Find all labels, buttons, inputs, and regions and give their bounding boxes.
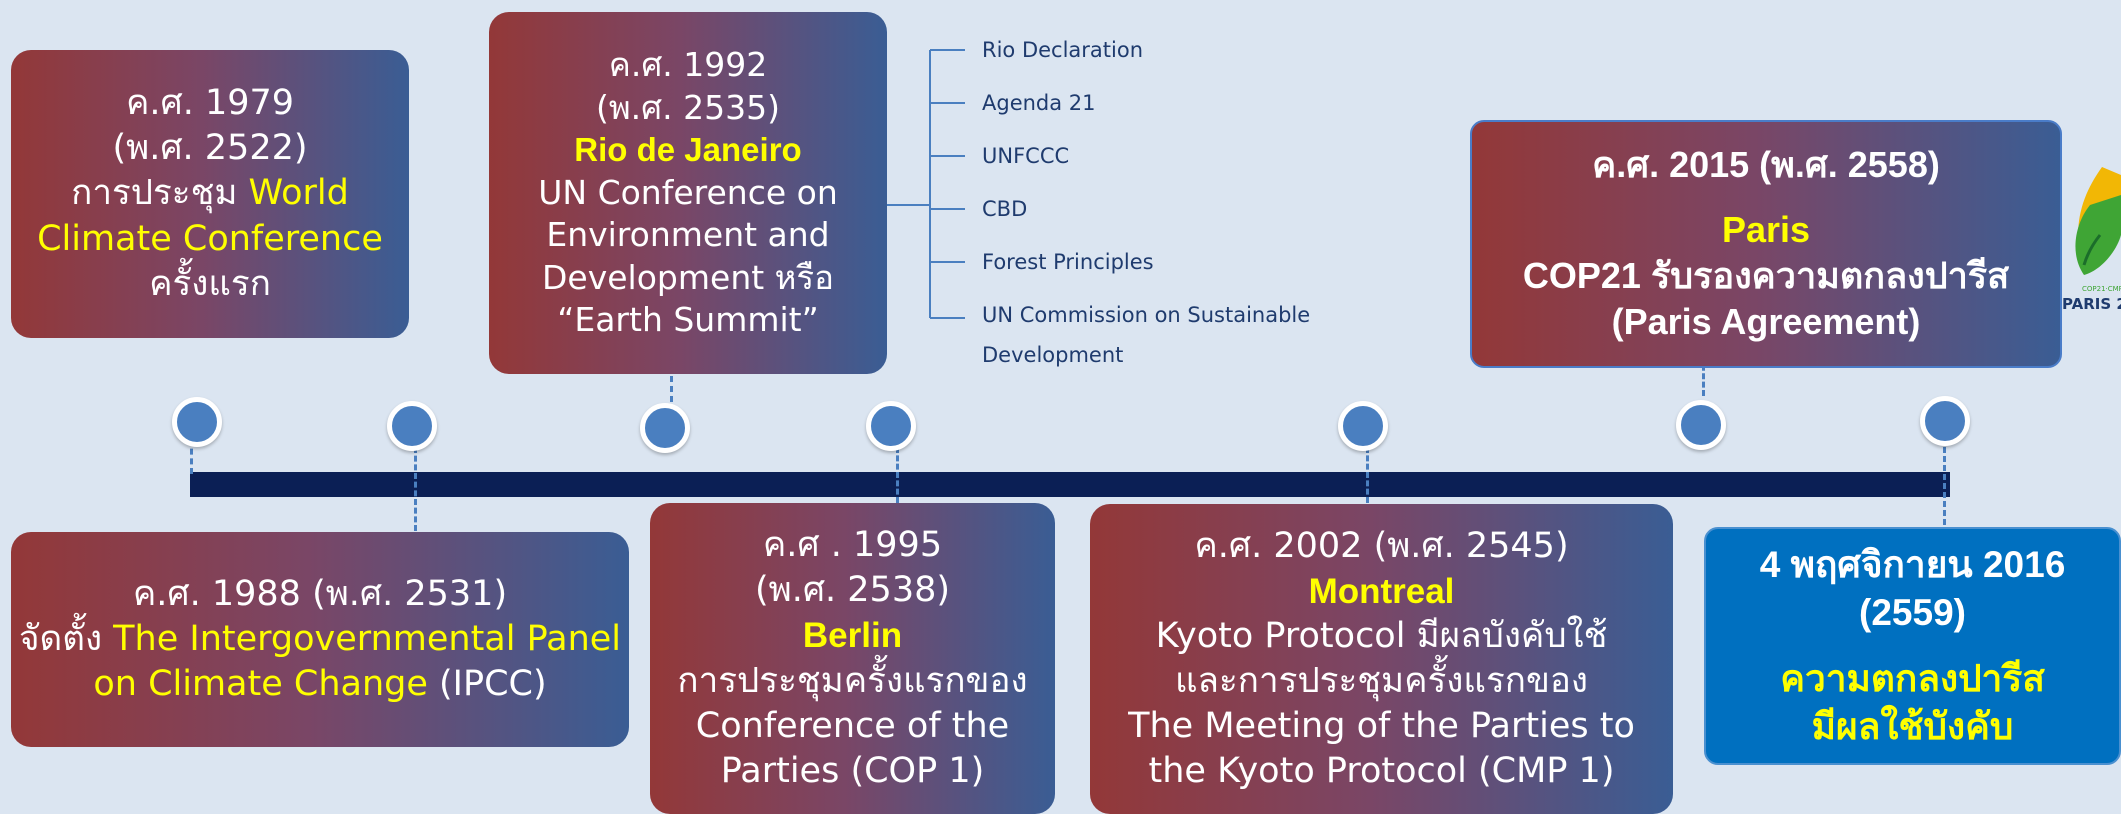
event-1992-line: Development หรือ xyxy=(542,257,834,297)
event-1995-line: Conference of the xyxy=(695,705,1010,746)
connector-2016 xyxy=(1943,447,1946,525)
cop21-leaf-icon xyxy=(2075,167,2121,275)
timeline-node-2016 xyxy=(1920,396,1970,446)
event-1979-line: (พ.ศ. 2522) xyxy=(112,128,308,169)
event-2016-line: (2559) xyxy=(1859,592,1966,634)
timeline-node-1979 xyxy=(172,397,222,447)
event-1995-line: ค.ศ . 1995 xyxy=(762,525,943,566)
connector-1988 xyxy=(414,447,417,531)
connector-2002 xyxy=(1366,447,1369,503)
event-1988-text: จัดตั้ง xyxy=(18,618,114,659)
event-1988-line: จัดตั้ง The Intergovernmental Panel xyxy=(19,617,621,662)
rio-outcome-item: Forest Principles xyxy=(982,250,1154,274)
event-card-2016: 4 พฤศจิกายน 2016 (2559) ความตกลงปารีสมีผลใ… xyxy=(1704,527,2121,765)
event-card-1988: ค.ศ. 1988 (พ.ศ. 2531)จัดตั้ง The Intergo… xyxy=(11,532,629,747)
event-2002-line: The Meeting of the Parties to xyxy=(1128,706,1635,747)
cop21-logo: COP21·CMP11 PARIS 2015 xyxy=(2062,167,2121,313)
event-1979-text: World xyxy=(248,173,349,214)
event-1988-text: (IPCC) xyxy=(427,664,547,705)
timeline-node-2002 xyxy=(1338,401,1388,451)
timeline-node-1988 xyxy=(387,401,437,451)
rio-outcome-item: CBD xyxy=(982,197,1028,221)
rio-outcome-item: Rio Declaration xyxy=(982,38,1144,62)
rio-outcome-item: UN Commission on Sustainable xyxy=(982,303,1311,327)
event-2016-line: มีผลใช้บังคับ xyxy=(1811,705,2014,747)
timeline-node-2015 xyxy=(1676,400,1726,450)
event-2002-line: Montreal xyxy=(1308,571,1455,611)
event-1979-line: การประชุม World xyxy=(71,171,349,216)
event-2002-line: Kyoto Protocol มีผลบังคับใช้ xyxy=(1155,615,1608,656)
event-2015-line: (Paris Agreement) xyxy=(1611,301,1921,343)
event-1995-line: (พ.ศ. 2538) xyxy=(754,570,951,611)
event-1992-line: “Earth Summit” xyxy=(557,300,819,340)
event-2016-line: ความตกลงปารีส xyxy=(1780,658,2045,700)
logo-small-text: COP21·CMP11 xyxy=(2082,285,2121,293)
event-1988-line: on Climate Change (IPCC) xyxy=(93,662,546,707)
event-2002-line: the Kyoto Protocol (CMP 1) xyxy=(1148,751,1615,792)
event-2002-line: ค.ศ. 2002 (พ.ศ. 2545) xyxy=(1194,525,1569,566)
connector-2015 xyxy=(1702,348,1705,396)
event-1995-line: การประชุมครั้งแรกของ xyxy=(677,660,1028,701)
event-1979-line: Climate Conference xyxy=(37,218,383,259)
event-2015-line: Paris xyxy=(1721,208,1811,250)
timeline-node-1992 xyxy=(640,403,690,453)
event-2015-line: ค.ศ. 2015 (พ.ศ. 2558) xyxy=(1592,144,1940,186)
event-2016-line: 4 พฤศจิกายน 2016 xyxy=(1759,544,2066,586)
event-1995-line: Parties (COP 1) xyxy=(720,750,985,791)
event-1992-line: ค.ศ. 1992 xyxy=(608,45,768,85)
rio-outcome-item: UNFCCC xyxy=(982,144,1070,168)
connector-1995 xyxy=(896,447,899,503)
rio-outcome-item: Development xyxy=(982,343,1124,367)
event-1979-text: การประชุม xyxy=(71,173,249,214)
event-1988-text: on Climate Change xyxy=(93,664,428,705)
event-2015-line: COP21 รับรองความตกลงปารีส xyxy=(1522,255,2010,296)
event-1995-line: Berlin xyxy=(802,616,903,656)
event-2002-line: และการประชุมครั้งแรกของ xyxy=(1175,661,1588,701)
event-1988-text: The Intergovernmental Panel xyxy=(113,618,622,659)
event-1988-line: ค.ศ. 1988 (พ.ศ. 2531) xyxy=(132,573,508,614)
event-1979-line: ค.ศ. 1979 xyxy=(125,83,295,124)
event-1979-line: ครั้งแรก xyxy=(149,263,271,304)
timeline-node-1995 xyxy=(866,401,916,451)
event-1992-line: Environment and xyxy=(546,215,830,255)
rio-outcome-item: Agenda 21 xyxy=(982,91,1096,115)
event-1992-line: UN Conference on xyxy=(538,172,838,212)
event-1992-line: Rio de Janeiro xyxy=(574,131,802,169)
event-1992-line: (พ.ศ. 2535) xyxy=(596,87,780,127)
logo-text: PARIS 2015 xyxy=(2062,295,2121,313)
timeline-bar xyxy=(190,472,1950,497)
connector-1992 xyxy=(670,376,673,412)
